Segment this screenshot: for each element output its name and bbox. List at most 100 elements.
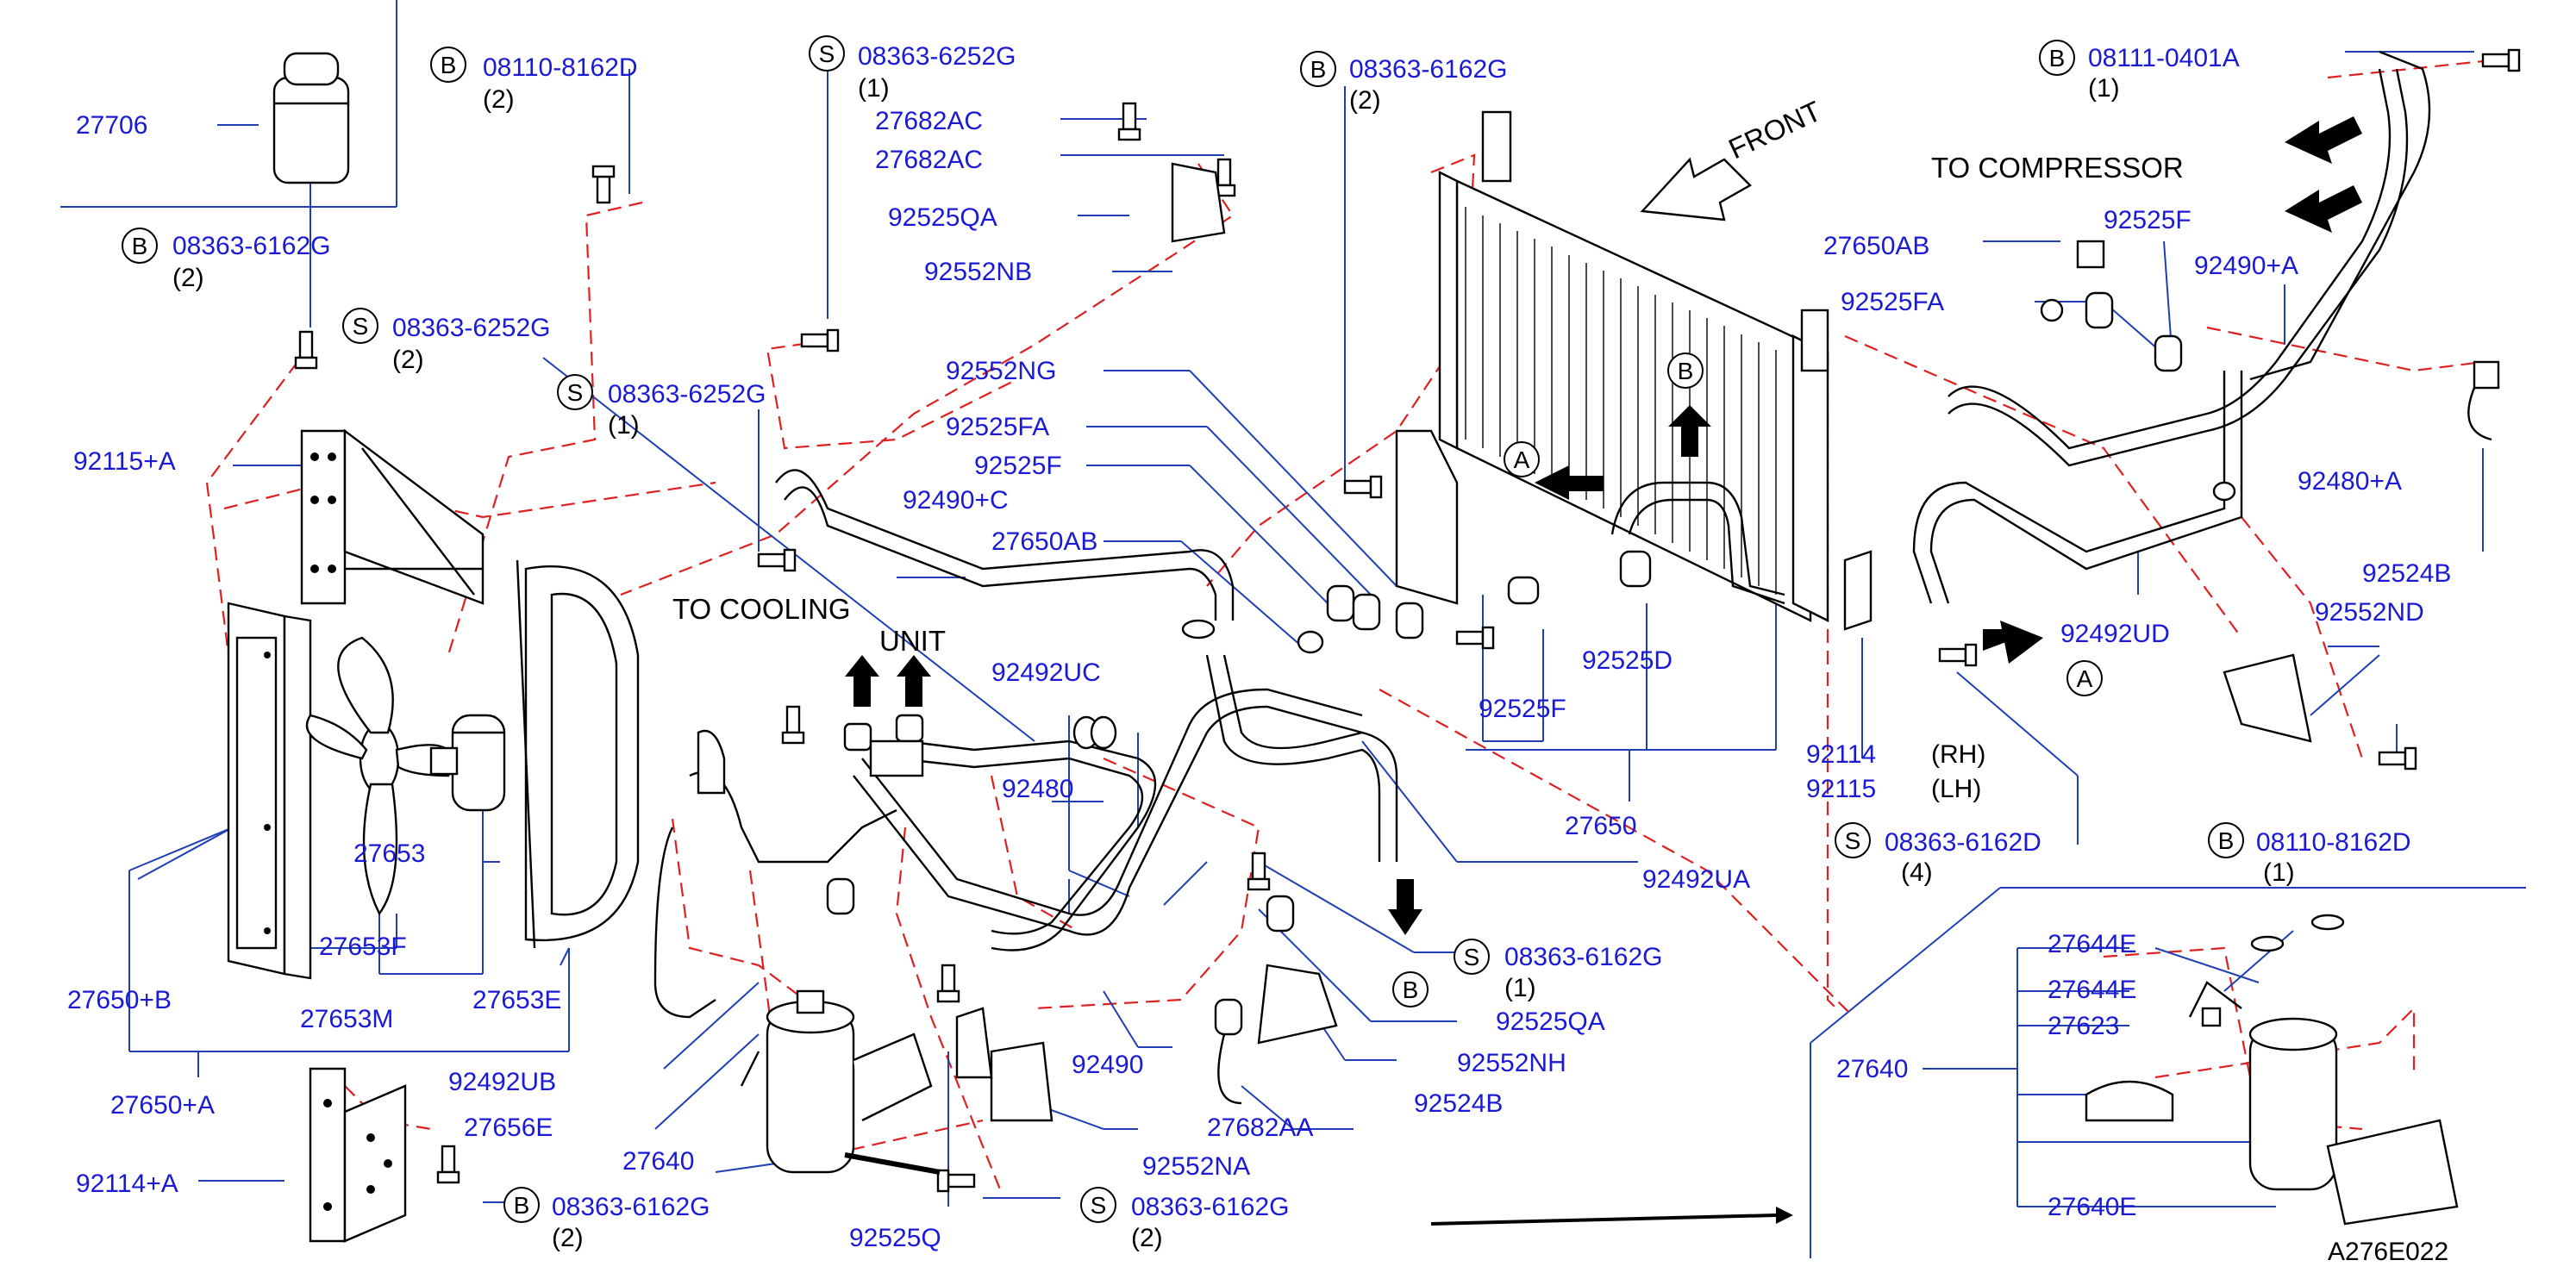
- callout-27640-right: 27640: [1836, 1055, 1908, 1083]
- marker-S: S: [1845, 827, 1861, 854]
- marker-B: B: [514, 1192, 530, 1219]
- callout-92525F-right: 92525F: [2104, 206, 2191, 234]
- qty-08363-6162G-bot: (2): [552, 1224, 584, 1252]
- to-cooling-label: TO COOLING: [672, 593, 851, 625]
- callout-92525QA-low: 92525QA: [1496, 1008, 1605, 1036]
- callout-08363-6252G-mid: 08363-6252G: [608, 380, 766, 409]
- callout-27653E: 27653E: [472, 986, 561, 1014]
- callout-08363-6162G-botmid: 08363-6162G: [1131, 1193, 1290, 1221]
- qty-08111-0401A: (1): [2088, 74, 2120, 103]
- qty-08363-6162G-left: (2): [172, 264, 204, 292]
- marker-B: B: [441, 52, 457, 78]
- callout-92480A: 92480+A: [2298, 467, 2402, 496]
- callout-27653: 27653: [353, 839, 425, 868]
- callout-27653F: 27653F: [319, 933, 407, 961]
- receiver-bottle-27706: [272, 52, 350, 184]
- frame-lines: [60, 0, 2526, 1258]
- receiver-pointer: [844, 1152, 941, 1175]
- callout-27682AA: 27682AA: [1207, 1114, 1313, 1142]
- callout-08111-0401A: 08111-0401A: [2088, 44, 2240, 72]
- marker-B: B: [132, 233, 148, 259]
- receiver-drier-27640: [740, 989, 933, 1174]
- callout-92525QA-top: 92525QA: [888, 203, 997, 232]
- callout-27650AB-right: 27650AB: [1823, 232, 1929, 260]
- part-callouts: 27706 08110-8162D (2) 08363-6252G (1) 27…: [67, 42, 2451, 1266]
- callout-27682AC-2: 27682AC: [875, 146, 983, 174]
- rh-label: (RH): [1931, 740, 1985, 769]
- marker-A: A: [2077, 665, 2093, 692]
- arrow-left-icon: [2285, 116, 2362, 164]
- qty-08363-6162G-mid: (1): [1504, 974, 1536, 1002]
- unit-label: UNIT: [879, 625, 946, 657]
- callout-92552ND: 92552ND: [2315, 598, 2424, 627]
- leader-lines: [128, 51, 2484, 1207]
- callout-92114A: 92114+A: [76, 1170, 178, 1198]
- marker-B: B: [2218, 827, 2235, 854]
- callout-27656E: 27656E: [464, 1114, 553, 1142]
- arrow-up-icon: [1668, 405, 1711, 457]
- callout-92552NH: 92552NH: [1457, 1049, 1566, 1077]
- callout-08363-6162G-left: 08363-6162G: [172, 232, 331, 260]
- callout-92525F-low: 92525F: [1479, 695, 1566, 723]
- arrow-left-icon: [2285, 185, 2362, 233]
- callout-27650B: 27650+B: [67, 986, 172, 1014]
- qty-08363-6252G-mid: (1): [608, 411, 640, 440]
- callout-08110-8162D-top: 08110-8162D: [483, 53, 638, 82]
- marker-S: S: [567, 379, 584, 406]
- marker-B: B: [1310, 56, 1327, 83]
- callout-08363-6162G-top: 08363-6162G: [1349, 55, 1508, 84]
- arrow-down-icon: [1397, 879, 1414, 914]
- callout-92525Q: 92525Q: [849, 1224, 941, 1252]
- fan-shroud-27650B: [227, 602, 312, 980]
- callout-27650A: 27650+A: [110, 1091, 215, 1120]
- receiver-drier-27640-inset: [2085, 914, 2459, 1226]
- callout-92115: 92115: [1806, 775, 1876, 803]
- bracket-92114A: [309, 1067, 407, 1243]
- marker-S: S: [353, 313, 369, 340]
- callout-92492UA: 92492UA: [1642, 865, 1750, 894]
- callout-92552NB: 92552NB: [924, 258, 1032, 286]
- callout-08363-6162D: 08363-6162D: [1885, 828, 2041, 857]
- callout-27623: 27623: [2048, 1012, 2119, 1040]
- fan-motor-27653: [429, 714, 506, 812]
- callout-08363-6252G-top: 08363-6252G: [858, 42, 1016, 71]
- callout-92525F-mid: 92525F: [974, 452, 1062, 480]
- callout-08110-8162D-right: 08110-8162D: [2256, 828, 2411, 857]
- callout-92525FA-right: 92525FA: [1841, 288, 1944, 316]
- qty-08363-6162G-top: (2): [1349, 86, 1381, 115]
- callout-27644E-1: 27644E: [2048, 930, 2136, 958]
- qty-08110-top: (2): [483, 85, 515, 114]
- front-label: FRONT: [1723, 95, 1826, 165]
- callout-92115A: 92115+A: [73, 447, 176, 476]
- callout-92524B-right: 92524B: [2362, 559, 2451, 588]
- callout-92552NA: 92552NA: [1142, 1152, 1250, 1181]
- callout-92552NG: 92552NG: [946, 357, 1056, 385]
- callout-27706: 27706: [76, 111, 147, 140]
- callout-92480: 92480: [1002, 775, 1073, 803]
- marker-S: S: [1091, 1192, 1107, 1219]
- callout-27653M: 27653M: [300, 1005, 393, 1033]
- marker-B: B: [1403, 976, 1419, 1003]
- marker-A: A: [1514, 446, 1530, 473]
- qty-08363-6252G-top: (1): [858, 74, 890, 103]
- callout-92525D: 92525D: [1582, 646, 1673, 675]
- marker-S: S: [1464, 944, 1480, 970]
- arrow-right-icon: [2000, 621, 2043, 664]
- front-arrow-icon: [1640, 157, 1752, 221]
- refrigerant-pipes: [653, 50, 2431, 1019]
- callout-08363-6162G-mid: 08363-6162G: [1504, 943, 1663, 971]
- callout-92114: 92114: [1806, 740, 1876, 769]
- arrow-up-icon: [897, 655, 931, 677]
- arrow-down-icon: [1388, 909, 1422, 935]
- qty-08363-6162G-botmid: (2): [1131, 1224, 1163, 1252]
- condenser-27650: [1438, 110, 1829, 622]
- callout-92492UB: 92492UB: [448, 1068, 556, 1096]
- qty-08363-6162D: (4): [1901, 858, 1933, 887]
- fan-blade: [305, 636, 453, 916]
- callout-92525FA-mid: 92525FA: [946, 413, 1049, 441]
- callout-27644E-2: 27644E: [2048, 976, 2136, 1004]
- to-compressor-label: TO COMPRESSOR: [1931, 152, 2184, 184]
- callout-27682AC-1: 27682AC: [875, 107, 983, 135]
- callout-27650AB-mid: 27650AB: [991, 527, 1097, 556]
